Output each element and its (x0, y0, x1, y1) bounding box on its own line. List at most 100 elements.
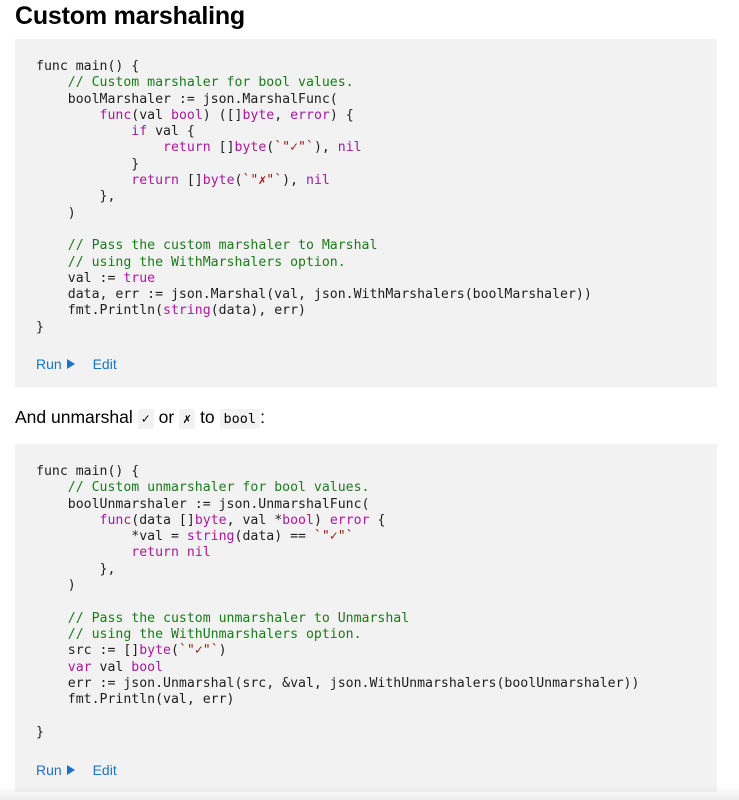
code-token: func main() { (36, 464, 140, 479)
code-token: string (186, 529, 235, 545)
code-token: // using the WithMarshalers option. (67, 254, 346, 270)
code-token: boolMarshaler := json.MarshalFunc( (36, 91, 338, 107)
code-token: nil (186, 545, 211, 561)
code-token (36, 173, 131, 188)
code-token: bool (131, 659, 164, 675)
code-token: src := [] (36, 643, 140, 659)
code-token (36, 140, 163, 155)
code-token (36, 108, 100, 123)
code-token: ) (36, 578, 76, 594)
code-token: ) (313, 512, 330, 528)
code-token: `"✓"` (274, 140, 314, 156)
code-token (36, 480, 68, 495)
paragraph-prefix: And unmarshal (15, 407, 133, 427)
code-token: boolUnmarshaler := json.UnmarshalFunc( (36, 496, 370, 512)
code-token (36, 255, 68, 270)
code-token: ) (36, 205, 76, 221)
run-label: Run (36, 356, 62, 372)
code-token: // Custom unmarshaler for bool values. (67, 480, 370, 496)
code-token: } (36, 724, 44, 740)
code-token: { (369, 512, 386, 528)
code-token (36, 627, 68, 642)
code-token: bool (171, 107, 203, 123)
code-token: (data [] (131, 512, 195, 528)
run-label: Run (36, 762, 62, 778)
code-token: (data) == (234, 529, 314, 545)
code-token: byte (139, 643, 171, 659)
code-token: ), (282, 173, 306, 189)
code-token: [] (210, 140, 235, 156)
intro-paragraph: And unmarshal ✓ or ✗ to bool: (15, 405, 265, 431)
code-token (36, 545, 131, 560)
play-icon (66, 765, 75, 775)
code-token: val { (147, 124, 195, 140)
inline-code-bool: bool (219, 409, 261, 429)
code-token: // Custom marshaler for bool values. (67, 75, 354, 91)
code-listing: func main() { // Custom marshaler for bo… (36, 59, 592, 336)
code-token: ) { (329, 107, 354, 123)
scroll-shadow (0, 786, 739, 800)
play-icon (66, 359, 75, 369)
code-token: return (131, 173, 179, 189)
code-block-marshal: func main() { // Custom marshaler for bo… (15, 39, 717, 387)
code-token: nil (337, 140, 362, 156)
inline-code-cross: ✗ (179, 409, 196, 429)
inline-code-check: ✓ (137, 409, 154, 429)
paragraph-suffix: : (260, 407, 265, 427)
code-block-unmarshal: func main() { // Custom unmarshaler for … (15, 444, 717, 792)
run-button[interactable]: Run (36, 761, 75, 779)
code-token: } (36, 156, 140, 172)
code-token: func main() { (36, 59, 140, 74)
paragraph-to: to (200, 407, 215, 427)
code-token: val := (36, 270, 124, 286)
code-token: ), (313, 140, 338, 156)
code-token: *val = (36, 529, 187, 545)
section-title: Custom marshaling (15, 2, 245, 30)
code-token: if (131, 124, 148, 140)
code-token: fmt.Println(val, err) (36, 692, 235, 708)
code-token: err := json.Unmarshal(src, &val, json.Wi… (36, 675, 640, 691)
code-token: return (131, 545, 179, 561)
code-token (36, 124, 131, 139)
code-token: nil (306, 173, 330, 189)
edit-button[interactable]: Edit (92, 356, 117, 372)
code-token: ( (170, 643, 179, 659)
code-token: byte (202, 173, 235, 189)
code-token: (val (131, 107, 171, 123)
code-token: `"✗"` (242, 173, 283, 189)
code-token: , (274, 107, 291, 123)
code-token: func (99, 512, 132, 528)
code-token (36, 75, 68, 90)
code-token: func (99, 107, 132, 123)
code-token (179, 545, 187, 560)
code-token: bool (282, 512, 314, 528)
code-token: byte (194, 512, 227, 528)
code-token: // Pass the custom unmarshaler to Unmars… (67, 610, 410, 626)
code-actions: Run Edit (36, 355, 117, 373)
code-token: ) ([] (202, 107, 243, 123)
run-button[interactable]: Run (36, 355, 75, 373)
code-token (36, 513, 100, 528)
edit-button[interactable]: Edit (92, 762, 117, 778)
code-token: string (163, 303, 211, 319)
code-token: }, (36, 189, 116, 205)
code-token: `"✓"` (178, 643, 219, 659)
code-token: ( (234, 173, 243, 189)
code-token (36, 611, 68, 626)
code-token (36, 660, 68, 675)
code-token: val (91, 659, 132, 675)
code-token: ) (218, 643, 227, 659)
code-token: ( (266, 140, 275, 156)
code-token: data, err := json.Marshal(val, json.With… (36, 287, 592, 303)
paragraph-or: or (158, 407, 175, 427)
code-token: byte (242, 107, 275, 123)
code-token: var (67, 659, 92, 675)
code-token: error (329, 512, 370, 528)
code-token: return (163, 140, 211, 156)
code-token: true (123, 270, 156, 286)
code-token: (data), err) (210, 303, 306, 319)
code-token: // using the WithUnmarshalers option. (67, 626, 362, 642)
code-token (36, 238, 68, 253)
code-token: error (290, 107, 330, 123)
